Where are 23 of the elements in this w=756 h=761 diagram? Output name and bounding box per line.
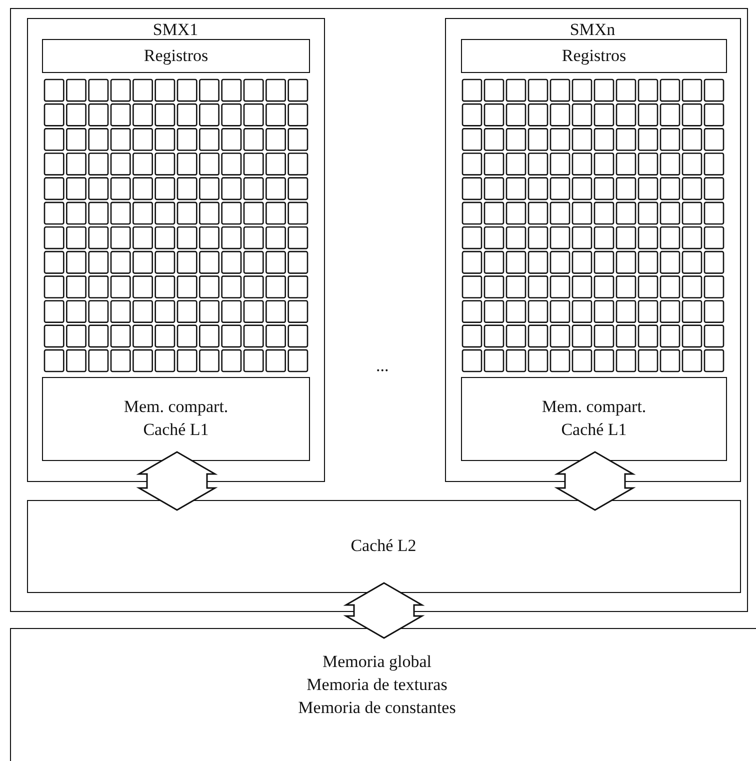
multiprocessor-box	[444, 18, 740, 482]
cache-box	[26, 500, 740, 592]
ellipsis-label: ...	[376, 356, 389, 376]
gpu-frame	[10, 8, 748, 612]
memory-box	[461, 377, 727, 461]
multiprocessor-title: SMX1	[152, 20, 198, 40]
box-label: Registros	[562, 44, 626, 67]
box-label: Caché L2	[350, 534, 416, 557]
double-block-arrow	[554, 451, 636, 511]
box-label: Mem. compart. Caché L1	[540, 396, 648, 441]
register-box	[461, 39, 727, 73]
double-block-arrow	[136, 451, 218, 511]
box-label: Memoria de texturas	[306, 674, 448, 696]
box-label: Mem. compart. Caché L1	[122, 396, 230, 441]
memory-box	[42, 377, 310, 461]
double-block-arrow	[343, 582, 425, 639]
box-label: Registros	[144, 44, 208, 67]
multiprocessor-box	[26, 18, 324, 482]
box-label: Memoria global	[322, 651, 432, 673]
box-label: Memoria de constantes	[298, 696, 456, 719]
memory-box	[10, 628, 756, 761]
multiprocessor-title: SMXn	[570, 20, 616, 40]
register-box	[42, 39, 310, 73]
